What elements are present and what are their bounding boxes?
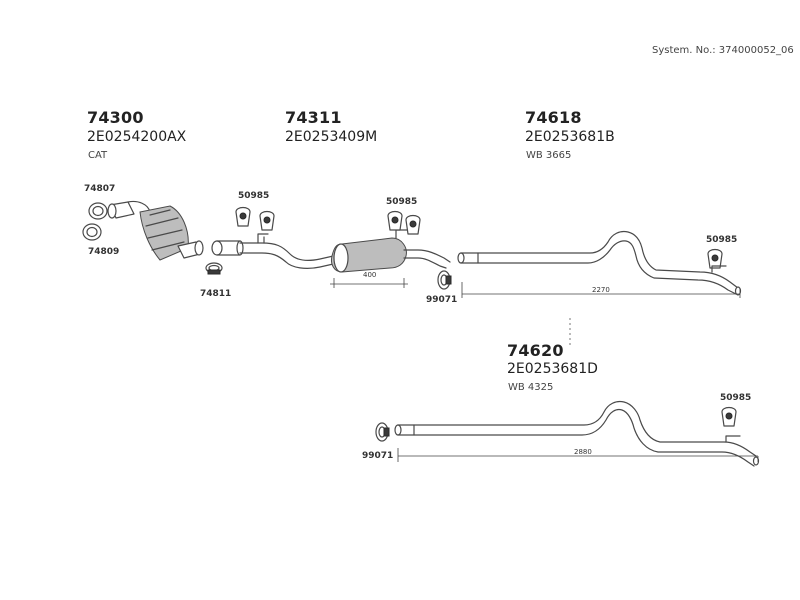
front-pipe-74311: [211, 233, 343, 269]
dimension-label-400: 400: [363, 271, 377, 279]
label-50985: 50985: [706, 235, 738, 245]
gasket-ring-icon: [82, 223, 102, 241]
middle-silencer-icon: [331, 229, 451, 273]
tail-pipe-icon: [457, 230, 742, 296]
clamp-icon: [375, 422, 390, 442]
note-74618: WB 3665: [526, 150, 572, 161]
part-number-74620: 74620: [507, 341, 564, 360]
oe-number-74620: 2E0253681D: [507, 361, 598, 377]
dimension-label-2880: 2880: [574, 448, 592, 456]
part-number-74618: 74618: [525, 108, 582, 127]
oe-number-74311: 2E0253409M: [285, 129, 378, 145]
dimension-2270: [461, 282, 741, 298]
label-99071: 99071: [362, 451, 394, 461]
dimension-400: [330, 278, 408, 288]
label-50985: 50985: [238, 191, 270, 201]
oe-number-74618: 2E0253681B: [525, 129, 615, 145]
tail-pipe-icon: [394, 400, 760, 467]
system-number: System. No.: 374000052_06: [652, 45, 794, 56]
rubber-hanger-icon: [721, 406, 737, 427]
dimension-2880: [397, 448, 759, 462]
label-50985: 50985: [386, 197, 418, 207]
note-74620: WB 4325: [508, 382, 554, 393]
label-74807: 74807: [84, 184, 116, 194]
rubber-hanger-icon: [405, 214, 421, 235]
oe-number-74300: 2E0254200AX: [87, 129, 187, 145]
rubber-hanger-icon: [707, 248, 723, 269]
gasket-ring-icon: [88, 202, 108, 220]
label-50985: 50985: [720, 393, 752, 403]
clamp-icon: [437, 270, 452, 290]
rubber-hanger-icon: [235, 206, 251, 227]
part-number-74300: 74300: [87, 108, 144, 127]
label-99071: 99071: [426, 295, 458, 305]
rubber-hanger-icon: [387, 210, 403, 231]
note-74300: CAT: [88, 150, 108, 161]
label-74811: 74811: [200, 289, 232, 299]
part-number-74311: 74311: [285, 108, 342, 127]
dimension-label-2270: 2270: [592, 286, 610, 294]
label-74809: 74809: [88, 247, 120, 257]
clamp-icon: [205, 262, 223, 275]
rubber-hanger-icon: [259, 210, 275, 231]
catalytic-converter-icon: [107, 200, 204, 261]
